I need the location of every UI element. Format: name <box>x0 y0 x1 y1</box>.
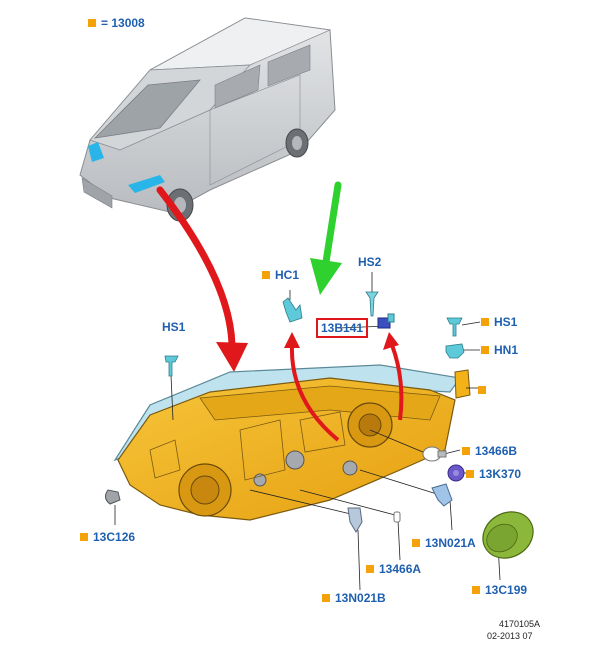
bulb-13466b-icon <box>422 446 447 462</box>
nut-hn1-icon <box>445 343 465 359</box>
bulb-13466a-icon <box>393 511 401 523</box>
callout-square-icon <box>412 539 420 547</box>
reference-code: 4170105A <box>499 619 541 629</box>
vehicle-part-label: = 13008 <box>88 16 145 30</box>
callout-hs1-left: HS1 <box>162 320 186 334</box>
callout-square-icon <box>481 346 489 354</box>
callout-square-icon <box>322 594 330 602</box>
green-arrow <box>310 181 342 295</box>
callout-square-icon <box>462 447 470 455</box>
clip-hc1-icon <box>282 297 303 323</box>
callout-hn1: HN1 <box>481 343 518 357</box>
callout-square-icon <box>88 19 96 27</box>
connector-13b141-icon <box>377 313 395 329</box>
red-arrow-large <box>156 186 248 372</box>
bulb-holder-13k370-icon <box>447 464 465 482</box>
bulb-13n021a-icon <box>431 483 453 507</box>
callout-13466b: 13466B <box>462 444 517 458</box>
callout-square-icon <box>466 470 474 478</box>
van-outline-icon <box>79 17 336 222</box>
callout-13n021b: 13N021B <box>322 591 386 605</box>
callout-13k370: 13K370 <box>466 467 521 481</box>
clip-hs1-right-icon <box>446 317 463 337</box>
reference-date: 02-2013 07 <box>487 631 533 641</box>
callout-13c199: 13C199 <box>472 583 527 597</box>
clip-hs1-left-icon <box>164 355 179 377</box>
callout-square-icon <box>262 271 270 279</box>
callout-square-icon <box>80 533 88 541</box>
callout-square-icon <box>481 318 489 326</box>
callout-unnamed-bracket <box>478 383 491 397</box>
callout-13c126: 13C126 <box>80 530 135 544</box>
clip-13c126-icon <box>104 489 121 505</box>
callout-hs2: HS2 <box>358 255 382 269</box>
screw-hs2-icon <box>365 291 379 317</box>
dust-cap-13c199-icon <box>482 511 534 559</box>
red-arrow-small-right <box>383 332 404 421</box>
callout-square-icon <box>472 586 480 594</box>
callout-square-icon <box>478 386 486 394</box>
callout-hc1: HC1 <box>262 268 299 282</box>
highlighted-part-label: 13B141 <box>316 318 369 338</box>
callout-13n021a: 13N021A <box>412 536 476 550</box>
headlamp-assembly-icon <box>113 364 471 521</box>
bulb-13n021b-icon <box>347 507 363 533</box>
callout-13466a: 13466A <box>366 562 421 576</box>
red-arrow-small-left <box>284 332 340 442</box>
callout-hs1-right: HS1 <box>481 315 517 329</box>
callout-square-icon <box>366 565 374 573</box>
